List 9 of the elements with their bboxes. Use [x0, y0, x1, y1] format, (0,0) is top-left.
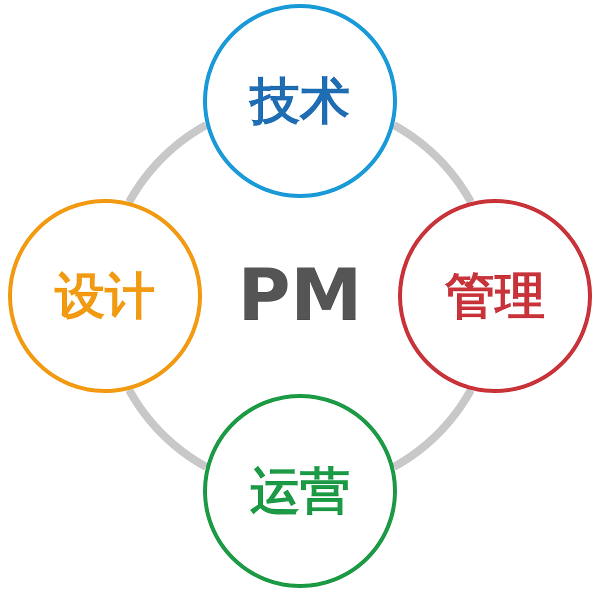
topic-label: 技术 [250, 70, 350, 132]
ring-arc [126, 122, 208, 204]
topic-label: 运营 [250, 460, 350, 522]
topic-label: 管理 [445, 266, 545, 326]
ring-arc [392, 388, 474, 470]
ring-arc [392, 122, 474, 204]
topic-label: 设计 [55, 266, 155, 326]
ring-arc [126, 388, 208, 470]
center-label: PM [236, 252, 364, 339]
